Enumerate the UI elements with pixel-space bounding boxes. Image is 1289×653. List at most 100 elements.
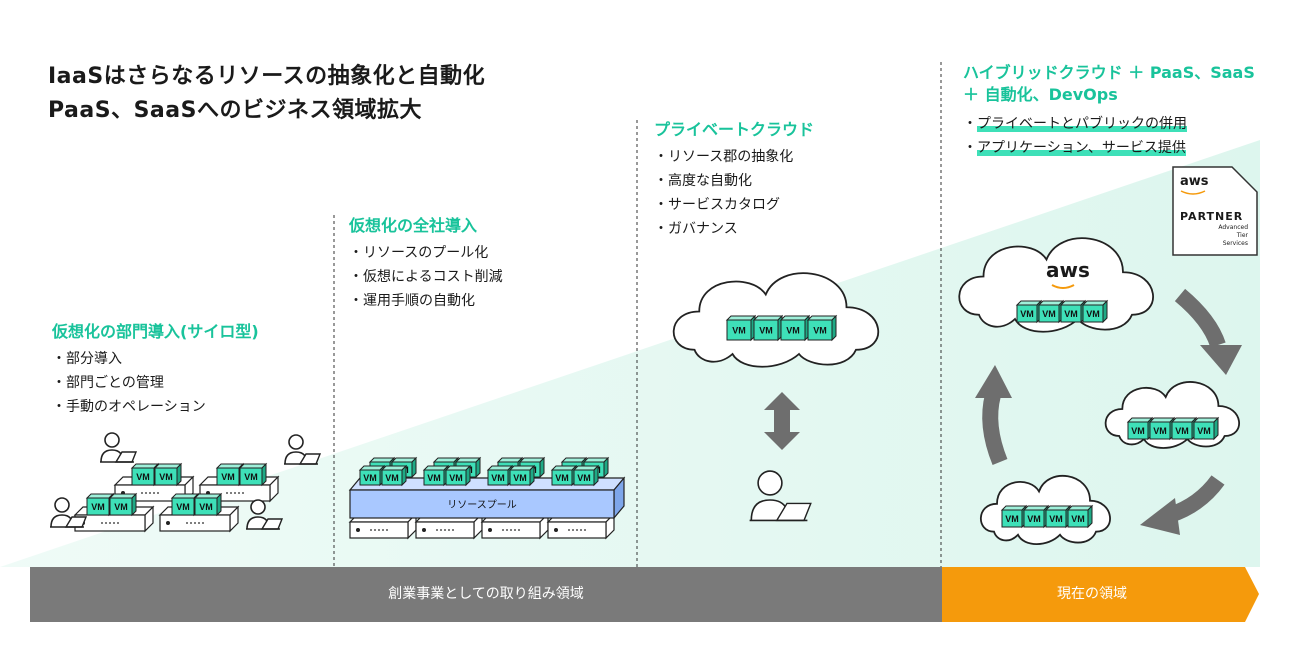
svg-text:VM: VM — [385, 473, 399, 483]
svg-text:VM: VM — [244, 472, 258, 482]
vm-box: VM — [215, 462, 245, 487]
heading-line-1: IaaSはさらなるリソースの抽象化と自動化 — [48, 64, 486, 89]
svg-text:VM: VM — [1086, 309, 1100, 319]
stage-1-bullet: 手動のオペレーション — [52, 395, 259, 419]
cycle-arrow-icon — [975, 365, 1012, 466]
double-arrow-icon — [764, 392, 800, 450]
badge-tier: Advanced Tier Services — [1208, 224, 1248, 248]
badge-aws-logo: aws — [1180, 174, 1209, 189]
svg-text:VM: VM — [1197, 426, 1211, 436]
badge-smile-icon — [1180, 190, 1206, 195]
svg-text:VM: VM — [759, 326, 773, 336]
badge-frame — [1172, 166, 1258, 256]
svg-text:VM: VM — [555, 473, 569, 483]
resource-pool-label: リソースプール — [447, 499, 517, 511]
heading-line-2: PaaS、SaaSへのビジネス領域拡大 — [48, 98, 422, 123]
page-heading: IaaSはさらなるリソースの抽象化と自動化 PaaS、SaaSへのビジネス領域拡… — [48, 60, 485, 128]
vm-box: VM — [1059, 299, 1087, 324]
vm-box: VM — [1126, 416, 1154, 441]
svg-text:VM: VM — [427, 473, 441, 483]
svg-text:VM: VM — [1027, 514, 1041, 524]
vm-box: VM — [1192, 416, 1220, 441]
vm-box: VM — [193, 492, 223, 517]
vm-box: VM — [1170, 416, 1198, 441]
vm-box: VM — [806, 314, 838, 342]
vm-box: VM — [1000, 504, 1028, 529]
svg-text:VM: VM — [221, 472, 235, 482]
vm-box: VM — [422, 464, 450, 487]
stage-2-bullet: 仮想によるコスト削減 — [349, 265, 503, 289]
stage-3-bullet: リソース郡の抽象化 — [654, 145, 814, 169]
stage-2-bullet: リソースのプール化 — [349, 241, 503, 265]
vm-box: VM — [1148, 416, 1176, 441]
vm-box: VM — [1081, 299, 1109, 324]
svg-text:VM: VM — [1049, 514, 1063, 524]
vm-box: VM — [779, 314, 811, 342]
stage-1-bullet: 部分導入 — [52, 347, 259, 371]
vm-box: VM — [358, 464, 386, 487]
stage-1-title: 仮想化の部門導入(サイロ型) — [52, 322, 259, 341]
vm-box: VM — [725, 314, 757, 342]
vm-box: VM — [1015, 299, 1043, 324]
svg-text:VM: VM — [449, 473, 463, 483]
svg-text:VM: VM — [114, 502, 128, 512]
stage-1-text: 仮想化の部門導入(サイロ型) 部分導入 部門ごとの管理 手動のオペレーション — [52, 321, 259, 419]
vm-box: VM — [1022, 504, 1050, 529]
stage-4-title-line-2: ＋ 自動化、DevOps — [963, 85, 1118, 104]
stage-3-bullet: サービスカタログ — [654, 193, 814, 217]
badge-title: PARTNER — [1180, 210, 1244, 223]
stage-4-bullets: プライベートとパブリックの併用 アプリケーション、サービス提供 — [963, 112, 1255, 160]
vm-box: VM — [380, 464, 408, 487]
vm-box: VM — [1044, 504, 1072, 529]
badge-tier-line-1: Advanced Tier — [1218, 224, 1248, 239]
stage-3-bullet: ガバナンス — [654, 217, 814, 241]
svg-text:VM: VM — [199, 502, 213, 512]
person-laptop-icon — [100, 432, 138, 463]
svg-text:VM: VM — [136, 472, 150, 482]
stage-3-bullet: 高度な自動化 — [654, 169, 814, 193]
vm-box: VM — [130, 462, 160, 487]
person-laptop-icon — [50, 497, 88, 528]
svg-text:VM: VM — [1071, 514, 1085, 524]
svg-text:VM: VM — [491, 473, 505, 483]
svg-text:VM: VM — [1042, 309, 1056, 319]
svg-text:VM: VM — [91, 502, 105, 512]
svg-text:VM: VM — [1005, 514, 1019, 524]
svg-text:VM: VM — [1131, 426, 1145, 436]
stage-3-bullets: リソース郡の抽象化 高度な自動化 サービスカタログ ガバナンス — [654, 145, 814, 241]
stage-1-bullet: 部門ごとの管理 — [52, 371, 259, 395]
stage-4-text: ハイブリッドクラウド ＋ PaaS、SaaS ＋ 自動化、DevOps プライベ… — [963, 62, 1255, 160]
vm-box: VM — [153, 462, 183, 487]
bottom-bar-right-label: 現在の領域 — [1057, 586, 1127, 602]
svg-text:VM: VM — [786, 326, 800, 336]
aws-smile-icon — [1051, 284, 1075, 289]
stage-3-text: プライベートクラウド リソース郡の抽象化 高度な自動化 サービスカタログ ガバナ… — [654, 119, 814, 241]
resource-pool-bar: リソースプール — [348, 476, 626, 520]
svg-text:VM: VM — [513, 473, 527, 483]
svg-text:VM: VM — [176, 502, 190, 512]
stage-2-title: 仮想化の全社導入 — [349, 216, 478, 235]
vm-box: VM — [1037, 299, 1065, 324]
badge-tier-line-2: Services — [1222, 240, 1248, 247]
person-laptop-icon — [246, 499, 284, 530]
cycle-arrow-icon — [1140, 475, 1225, 535]
cycle-arrow-icon — [1174, 288, 1242, 375]
aws-partner-badge: aws PARTNER Advanced Tier Services — [1172, 166, 1258, 256]
svg-text:VM: VM — [1153, 426, 1167, 436]
vm-box: VM — [444, 464, 472, 487]
vm-box: VM — [508, 464, 536, 487]
stage-4-bullet: アプリケーション、サービス提供 — [963, 136, 1255, 160]
svg-text:VM: VM — [1064, 309, 1078, 319]
bottom-bar-right — [942, 567, 1259, 622]
private-cloud-group: VM VM VM VM — [672, 272, 880, 522]
vm-box: VM — [108, 492, 138, 517]
vm-box: VM — [550, 464, 578, 487]
svg-text:VM: VM — [159, 472, 173, 482]
svg-text:VM: VM — [577, 473, 591, 483]
stage-4-title-line-1: ハイブリッドクラウド ＋ PaaS、SaaS — [963, 63, 1255, 82]
svg-text:VM: VM — [732, 326, 746, 336]
stage-1-bullets: 部分導入 部門ごとの管理 手動のオペレーション — [52, 347, 259, 419]
